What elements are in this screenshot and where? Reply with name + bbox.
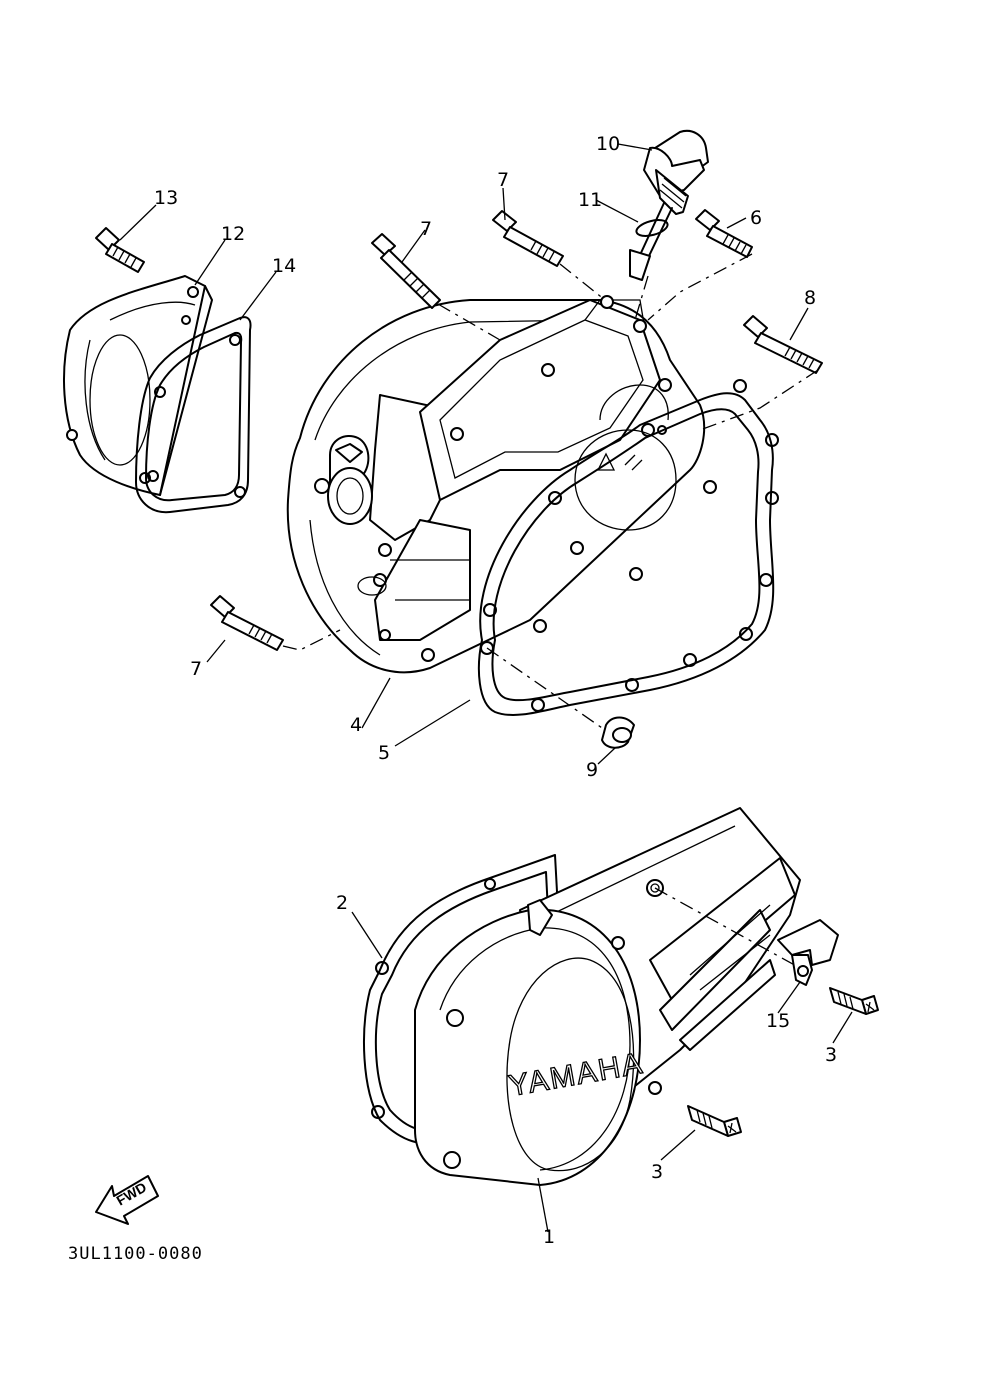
callout-11: 11 bbox=[578, 189, 602, 211]
diagram-code: 3UL1100-0080 bbox=[68, 1244, 203, 1264]
part-4-crankcase-cover bbox=[286, 295, 706, 674]
part-14-gasket bbox=[135, 316, 252, 514]
callout-2: 2 bbox=[336, 892, 348, 914]
callout-10: 10 bbox=[596, 133, 620, 155]
callout-7-left: 7 bbox=[190, 658, 202, 680]
callout-13: 13 bbox=[154, 187, 178, 209]
callout-numbers: 1 2 3 3 4 5 6 7 7 7 8 9 10 11 12 13 14 1… bbox=[154, 133, 837, 1248]
part-7-bolt-top-left bbox=[371, 233, 441, 309]
callout-1: 1 bbox=[543, 1226, 555, 1248]
callout-3-right: 3 bbox=[825, 1044, 837, 1066]
callout-12: 12 bbox=[221, 223, 245, 245]
part-8-bolt bbox=[743, 315, 823, 374]
part-11-o-ring bbox=[635, 219, 669, 237]
part-10-filler-plug bbox=[629, 129, 709, 281]
part-7-bolt-top-center bbox=[492, 210, 564, 267]
lower-assembly-lines bbox=[654, 887, 801, 969]
part-12-small-cover bbox=[63, 275, 213, 496]
callout-6: 6 bbox=[750, 207, 762, 229]
part-5-large-gasket bbox=[477, 379, 779, 716]
callout-9: 9 bbox=[586, 759, 598, 781]
callout-14: 14 bbox=[272, 255, 296, 277]
part-15-clamp bbox=[777, 919, 839, 986]
part-6-bolt bbox=[695, 209, 753, 258]
upper-assembly-lines bbox=[282, 253, 819, 731]
callout-leaders bbox=[119, 143, 853, 1233]
callout-3-lower: 3 bbox=[651, 1161, 663, 1183]
part-7-bolt-left bbox=[210, 595, 284, 651]
callout-7-top-center: 7 bbox=[497, 169, 509, 191]
part-9-dowel-pin bbox=[601, 716, 635, 749]
callout-4: 4 bbox=[350, 714, 362, 736]
part-3-screw-lower bbox=[687, 1105, 742, 1137]
callout-7-top-left: 7 bbox=[420, 218, 432, 240]
part-1-left-crankcase-cover: YAMAHA bbox=[414, 807, 801, 1186]
callout-15: 15 bbox=[766, 1010, 790, 1032]
callout-8: 8 bbox=[804, 287, 816, 309]
callout-5: 5 bbox=[378, 742, 390, 764]
part-13-bolt bbox=[95, 227, 145, 273]
fwd-direction-arrow: FWD bbox=[95, 1175, 159, 1225]
part-3-screw-right bbox=[829, 987, 879, 1015]
